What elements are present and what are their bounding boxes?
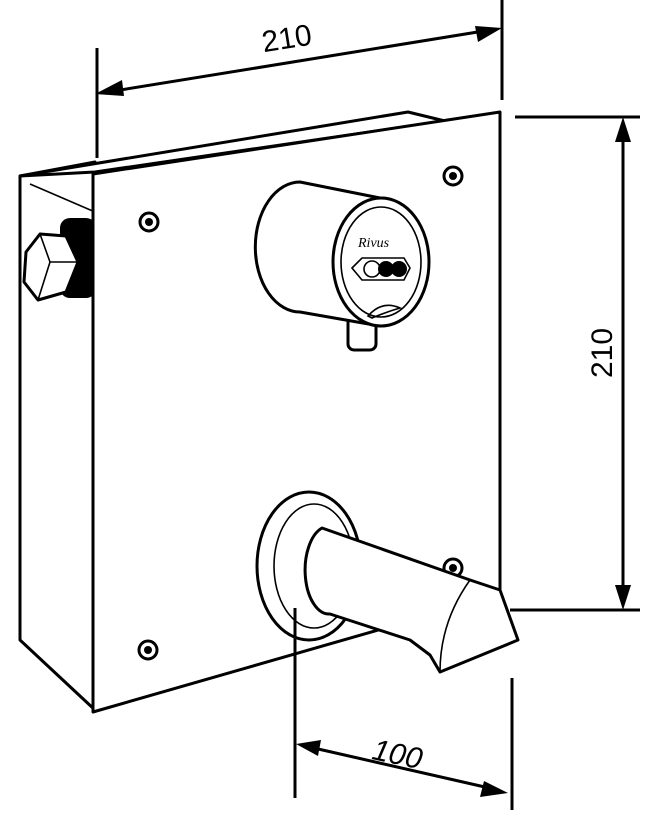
box-top-edge [29,183,96,213]
sensor-face-ring [340,206,422,318]
sensor-eye-2 [378,261,394,277]
sensor-face [331,196,431,328]
screw-top-right [442,165,464,187]
hand-icon [366,304,403,319]
brand-logo-mark: Rivus [357,236,390,251]
hex-nut [22,232,80,302]
dimension-right [510,115,640,612]
spout-outlet [499,589,519,641]
spout [255,490,520,674]
spout-tip-edge [439,579,471,673]
spout-body [303,526,520,674]
sensor-module: Rivus [253,180,431,352]
inlet-fitting [22,218,96,302]
sensor-window [350,257,411,281]
dimension-top [95,0,504,158]
screw-top-left [138,211,160,233]
dimension-bottom [293,608,514,810]
dimension-label-top: 210 [260,19,315,59]
sensor-eye-3 [391,261,407,277]
dimension-label-bottom: 100 [369,733,425,776]
screw-bottom-left [137,639,159,661]
dimension-label-right: 210 [586,328,619,378]
